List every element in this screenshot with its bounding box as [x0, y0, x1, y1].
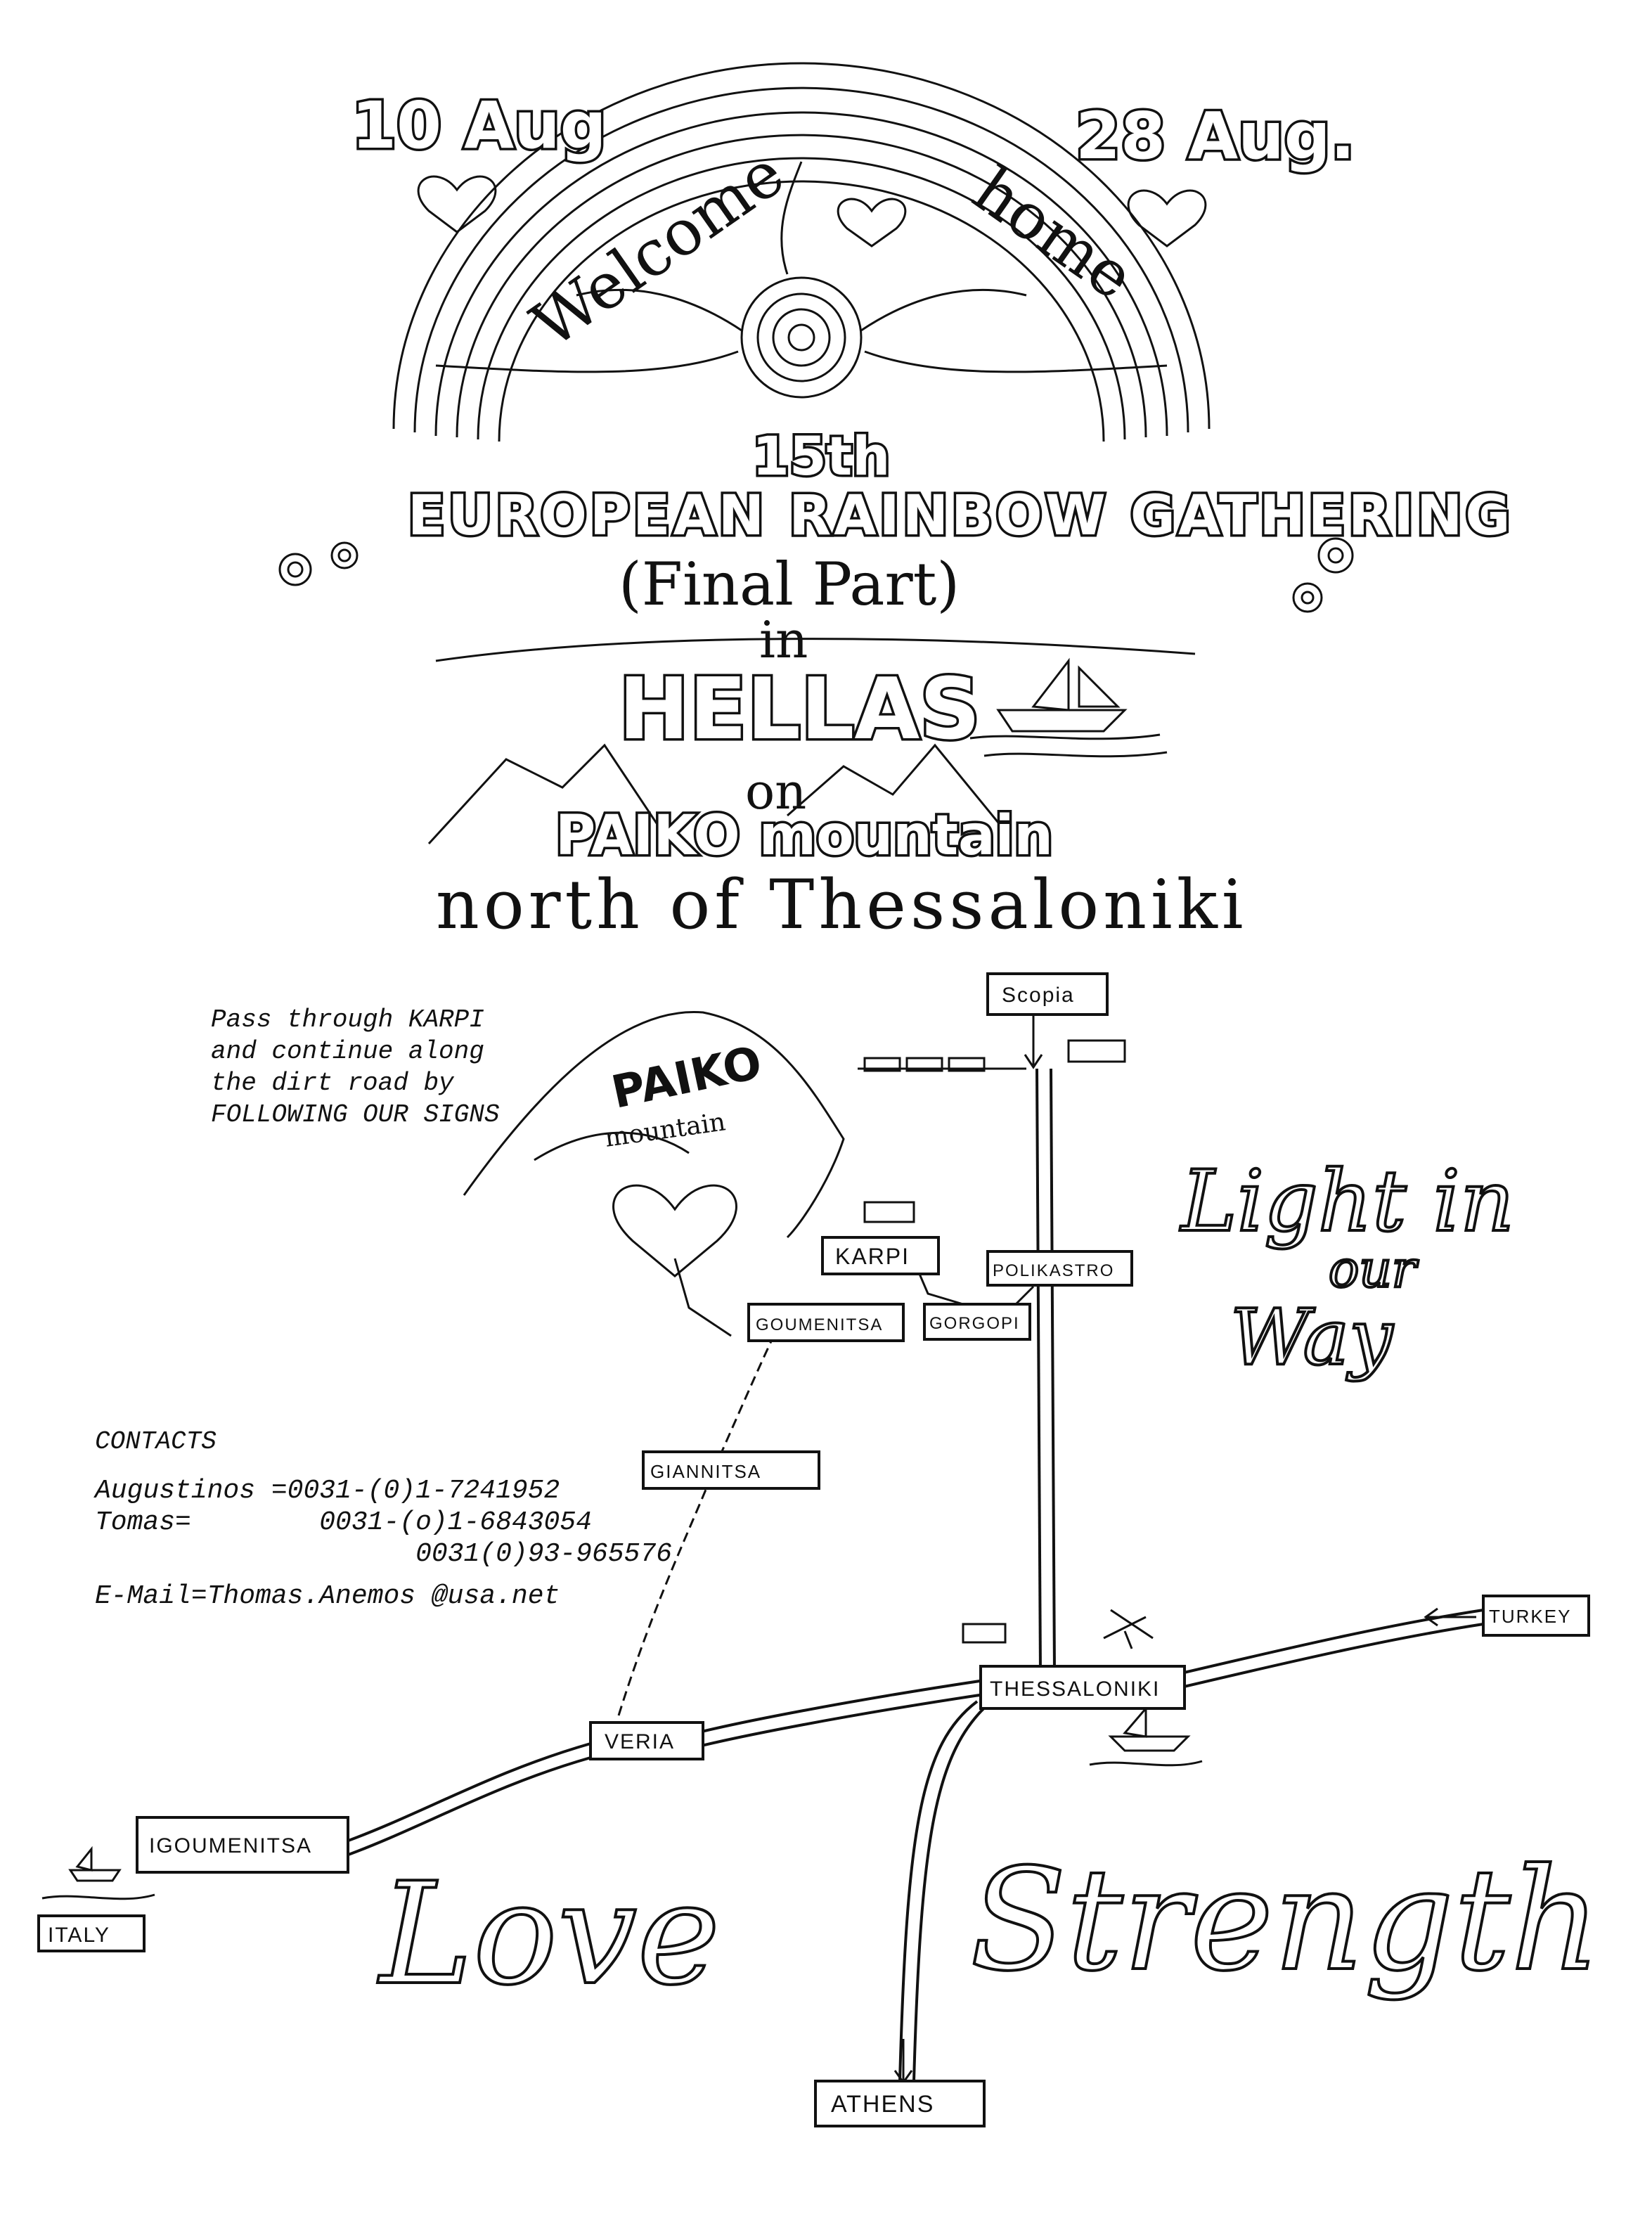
location-text: north of Thessaloniki: [436, 865, 1248, 944]
slogan-strength: Strength: [970, 1839, 1601, 2002]
svg-text:TURKEY: TURKEY: [1489, 1606, 1571, 1627]
place-gorgopi: GORGOPI: [923, 1303, 1031, 1341]
heart-icon: [417, 175, 1207, 247]
svg-text:VERIA: VERIA: [605, 1730, 675, 1753]
on-text: on: [745, 763, 806, 820]
contacts-heading: CONTACTS: [95, 1427, 217, 1456]
svg-text:ITALY: ITALY: [48, 1924, 110, 1947]
place-karpi: KARPI: [821, 1236, 940, 1275]
place-igoumenitsa: IGOUMENITSA: [136, 1816, 349, 1874]
rainbow-arcs: [392, 62, 1211, 442]
place-thessaloniki: THESSALONIKI: [979, 1665, 1186, 1710]
spiral-icon: [278, 537, 1354, 613]
date-end: 28 Aug.: [1076, 98, 1355, 174]
sun-spiral-icon: [435, 161, 1168, 399]
place-italy: ITALY: [37, 1914, 146, 1952]
svg-text:the dirt road by: the dirt road by: [211, 1069, 455, 1097]
svg-text:POLIKASTRO: POLIKASTRO: [993, 1261, 1114, 1280]
place-veria: VERIA: [589, 1721, 704, 1760]
slogan-light: Light in: [1180, 1153, 1514, 1251]
ship-icon: [41, 1705, 1203, 1900]
place-turkey: TURKEY: [1482, 1595, 1590, 1637]
svg-text:FOLLOWING OUR SIGNS: FOLLOWING OUR SIGNS: [211, 1100, 499, 1129]
svg-text:KARPI: KARPI: [835, 1244, 910, 1269]
slogan-love: Love: [377, 1853, 721, 2016]
svg-text:THESSALONIKI: THESSALONIKI: [990, 1678, 1160, 1701]
slogan-way: Way: [1230, 1292, 1394, 1382]
contacts-block: CONTACTS Augustinos =0031-(0)1-7241952 T…: [93, 1427, 672, 1611]
place-scopia: Scopia: [986, 972, 1109, 1016]
sailboat-icon: [969, 657, 1168, 758]
svg-text:Scopia: Scopia: [1002, 984, 1075, 1007]
date-start: 10 Aug: [351, 88, 607, 163]
svg-text:GIANNITSA: GIANNITSA: [650, 1461, 761, 1482]
svg-text:ATHENS: ATHENS: [831, 2091, 934, 2118]
place-goumenitsa: GOUMENITSA: [747, 1303, 905, 1342]
svg-text:Tomas= 0031-(o)1-684305: Tomas= 0031-(o)1-6843054: [95, 1507, 592, 1538]
place-giannitsa: GIANNITSA: [642, 1450, 820, 1490]
directions-note: Pass through KARPI and continue along th…: [211, 1005, 499, 1129]
svg-text:GORGOPI: GORGOPI: [929, 1314, 1020, 1333]
mountains-icon: [427, 743, 1000, 845]
horizon-line: [435, 638, 1196, 662]
place-polikastro: POLIKASTRO: [986, 1250, 1133, 1287]
arrow-icon: [893, 1016, 1476, 2085]
subtitle-final-part: (Final Part): [619, 550, 960, 619]
slogan-our: our: [1329, 1239, 1419, 1299]
gathering-title: EUROPEAN RAINBOW GATHERING: [408, 484, 1513, 548]
svg-text:Augustinos =0031-(0)1-7241952: Augustinos =0031-(0)1-7241952: [93, 1476, 560, 1506]
paiko-mountain-icon: [463, 1010, 845, 1337]
airplane-icon: [1103, 1609, 1154, 1649]
place-athens: ATHENS: [814, 2080, 986, 2127]
svg-text:and continue along: and continue along: [211, 1037, 484, 1066]
paiko-map-label: PAIKO: [607, 1037, 766, 1119]
svg-text:Pass through KARPI: Pass through KARPI: [211, 1005, 484, 1034]
welcome-text: Welcome: [519, 136, 797, 362]
svg-text:0031(0)93-965576: 0031(0)93-965576: [95, 1539, 672, 1569]
bus-icon: [863, 1039, 1126, 1644]
svg-text:GOUMENITSA: GOUMENITSA: [756, 1315, 883, 1334]
train-icon: [858, 1057, 1026, 1072]
svg-text:E-Mail=Thomas.Anemos @usa.net: E-Mail=Thomas.Anemos @usa.net: [95, 1581, 560, 1611]
mountain-name: PAIKO mountain: [555, 804, 1053, 868]
edition-number: 15th: [752, 425, 890, 487]
country-name: HELLAS: [619, 661, 981, 759]
svg-text:IGOUMENITSA: IGOUMENITSA: [149, 1834, 312, 1857]
